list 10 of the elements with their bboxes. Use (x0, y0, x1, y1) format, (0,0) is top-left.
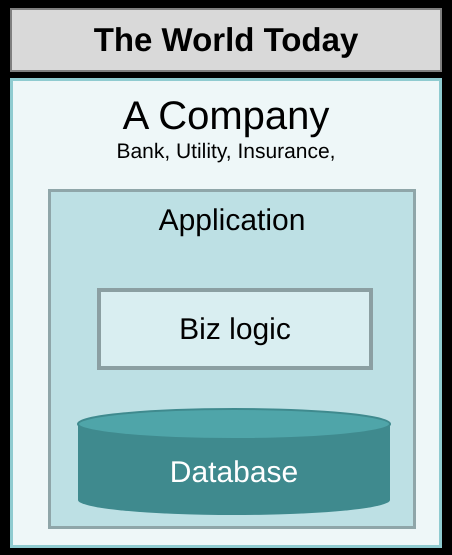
application-box (48, 189, 416, 529)
box-label: Biz logic (179, 312, 291, 348)
logic-box (97, 288, 373, 370)
panel-heading: A Company (122, 93, 330, 139)
company-panel (10, 78, 442, 548)
title-text: The World Today (94, 20, 358, 60)
cylinder-label: Database (170, 454, 298, 490)
box-label: Application (158, 203, 306, 239)
title-box (10, 8, 442, 72)
panel-subtitle: Bank, Utility, Insurance, (116, 139, 336, 165)
